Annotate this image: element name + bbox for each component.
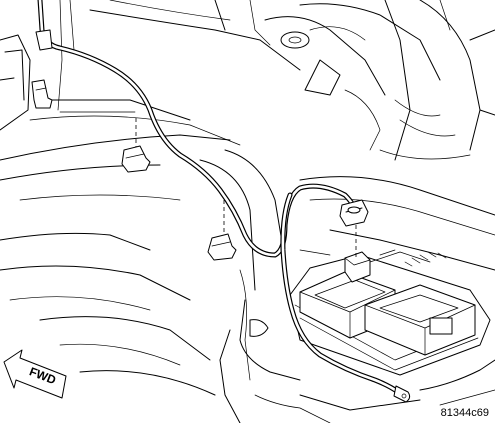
alignment-guides <box>135 118 357 258</box>
battery-cable <box>35 0 411 403</box>
battery-assembly <box>289 249 491 376</box>
figure-id-label: 81344c69 <box>440 407 489 419</box>
forward-direction-arrow-icon: FWD <box>3 349 67 399</box>
cable-retainers <box>31 79 369 261</box>
